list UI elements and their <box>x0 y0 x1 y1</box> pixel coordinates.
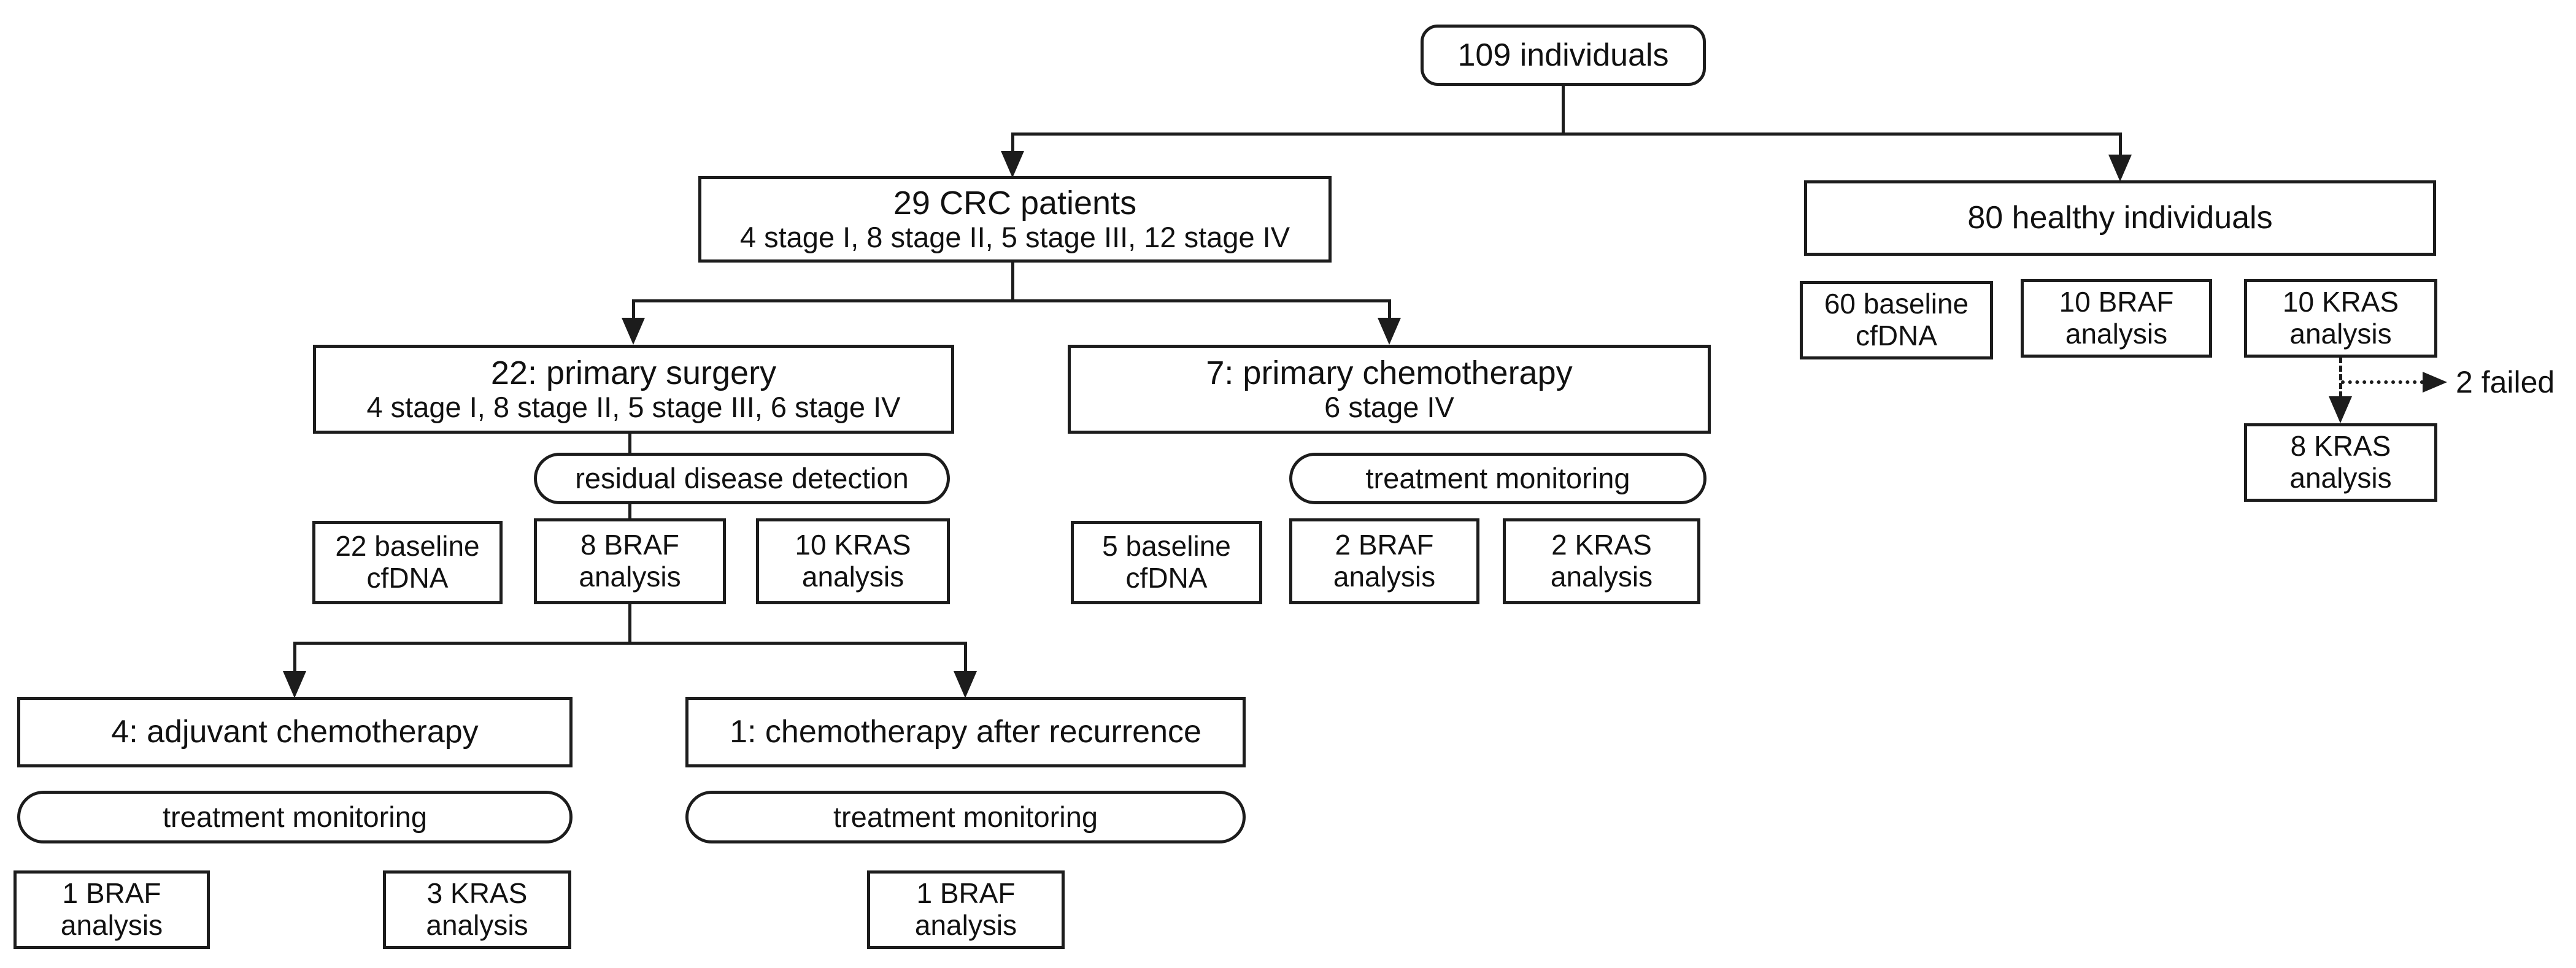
node-3-kras-analysis: 3 KRAS analysis <box>383 870 571 949</box>
node-line1: 3 KRAS <box>426 877 528 910</box>
node-4-adjuvant-chemotherapy: 4: adjuvant chemotherapy <box>17 697 573 767</box>
node-line2: analysis <box>1550 561 1653 593</box>
node-5-baseline-cfdna: 5 baseline cfDNA <box>1071 521 1262 604</box>
node-treatment-monitoring-adjuvant: treatment monitoring <box>17 791 573 843</box>
connector-to-adjuvant <box>293 642 296 675</box>
arrowhead-down-adjuvant-icon <box>283 671 306 698</box>
node-subtitle: 4 stage I, 8 stage II, 5 stage III, 6 st… <box>366 391 901 424</box>
arrowhead-down-primary-chemo-icon <box>1378 318 1401 345</box>
arrowhead-down-crc-icon <box>1001 151 1024 178</box>
node-label: 109 individuals <box>1457 37 1669 73</box>
node-line2: analysis <box>60 909 163 941</box>
node-line2: cfDNA <box>1125 562 1208 594</box>
connector-to-crc <box>1011 133 1014 156</box>
arrowhead-right-failed-icon <box>2423 372 2447 393</box>
node-title: 1: chemotherapy after recurrence <box>730 714 1201 750</box>
connector-to-surgery <box>632 299 635 321</box>
node-29-crc-patients: 29 CRC patients 4 stage I, 8 stage II, 5… <box>698 176 1332 263</box>
node-10-kras-analysis: 10 KRAS analysis <box>2244 279 2437 358</box>
node-2-kras-analysis: 2 KRAS analysis <box>1503 518 1700 604</box>
connector-to-healthy <box>2119 133 2122 158</box>
node-line2: cfDNA <box>366 562 449 594</box>
node-line1: 2 KRAS <box>1551 529 1652 561</box>
node-subtitle: 4 stage I, 8 stage II, 5 stage III, 12 s… <box>739 221 1290 254</box>
node-title: 22: primary surgery <box>490 354 777 391</box>
arrowhead-down-recurrence-icon <box>954 671 977 698</box>
arrowhead-down-kras-final-icon <box>2329 396 2352 423</box>
node-treatment-monitoring-chemo: treatment monitoring <box>1289 453 1706 504</box>
node-80-healthy: 80 healthy individuals <box>1804 180 2436 256</box>
node-title: 4: adjuvant chemotherapy <box>111 714 479 750</box>
node-line2: analysis <box>579 561 681 593</box>
connector-residual-braf <box>628 503 631 520</box>
node-line2: analysis <box>426 909 528 941</box>
node-line1: 8 KRAS <box>2290 430 2391 463</box>
connector-crc-bar <box>632 299 1391 302</box>
label-2-failed: 2 failed <box>2456 365 2555 399</box>
node-line2: analysis <box>2289 462 2392 494</box>
node-2-braf-analysis: 2 BRAF analysis <box>1289 518 1479 604</box>
connector-to-recurrence <box>964 642 967 675</box>
node-1-braf-analysis-adjuvant: 1 BRAF analysis <box>13 870 210 949</box>
node-7-primary-chemotherapy: 7: primary chemotherapy 6 stage IV <box>1068 345 1711 434</box>
node-1-chemotherapy-after-recurrence: 1: chemotherapy after recurrence <box>685 697 1246 767</box>
connector-failed-dotted <box>2341 380 2424 384</box>
node-label: treatment monitoring <box>833 800 1098 833</box>
node-8-kras-analysis: 8 KRAS analysis <box>2244 423 2437 502</box>
node-10-braf-analysis: 10 BRAF analysis <box>2021 279 2212 358</box>
node-line1: 22 baseline <box>335 530 480 563</box>
node-line2: analysis <box>914 909 1017 941</box>
node-line1: 60 baseline <box>1824 288 1969 320</box>
node-109-individuals: 109 individuals <box>1421 25 1706 86</box>
connector-surgery-residual <box>628 432 631 454</box>
node-label: treatment monitoring <box>1365 461 1630 494</box>
connector-root-stem <box>1562 85 1565 135</box>
node-60-baseline-cfdna: 60 baseline cfDNA <box>1800 281 1993 359</box>
node-line1: 8 BRAF <box>580 529 680 561</box>
node-8-braf-analysis: 8 BRAF analysis <box>534 518 726 604</box>
node-22-primary-surgery: 22: primary surgery 4 stage I, 8 stage I… <box>313 345 954 434</box>
node-label: 80 healthy individuals <box>1967 200 2273 236</box>
connector-kras-dashed <box>2339 357 2342 398</box>
node-residual-disease-detection: residual disease detection <box>534 453 950 504</box>
node-line1: 2 BRAF <box>1335 529 1434 561</box>
node-line1: 1 BRAF <box>62 877 161 910</box>
node-line2: analysis <box>1333 561 1436 593</box>
node-line1: 1 BRAF <box>916 877 1016 910</box>
node-treatment-monitoring-recurrence: treatment monitoring <box>685 791 1246 843</box>
connector-root-bar <box>1011 133 2122 136</box>
node-label: treatment monitoring <box>162 800 428 833</box>
connector-crc-stem <box>1011 261 1014 302</box>
node-line2: analysis <box>801 561 904 593</box>
node-title: 29 CRC patients <box>893 184 1137 221</box>
node-line2: cfDNA <box>1856 320 1937 351</box>
node-10-kras-analysis-surgery: 10 KRAS analysis <box>756 518 950 604</box>
node-line1: 5 baseline <box>1102 530 1231 563</box>
node-subtitle: 6 stage IV <box>1324 391 1454 424</box>
arrowhead-down-surgery-icon <box>622 318 645 345</box>
node-title: 7: primary chemotherapy <box>1206 354 1573 391</box>
node-line2: analysis <box>2065 318 2168 350</box>
node-line1: 10 BRAF <box>2059 286 2174 318</box>
node-1-braf-analysis-recurrence: 1 BRAF analysis <box>867 870 1065 949</box>
arrowhead-down-healthy-icon <box>2108 155 2132 182</box>
node-line1: 10 KRAS <box>2282 286 2399 318</box>
node-line1: 10 KRAS <box>795 529 911 561</box>
connector-bottom-bar <box>293 642 967 645</box>
node-line2: analysis <box>2289 318 2392 350</box>
connector-to-primary-chemo <box>1388 299 1391 321</box>
node-label: residual disease detection <box>575 461 909 494</box>
connector-braf-stem <box>628 603 631 645</box>
node-22-baseline-cfdna: 22 baseline cfDNA <box>312 521 503 604</box>
